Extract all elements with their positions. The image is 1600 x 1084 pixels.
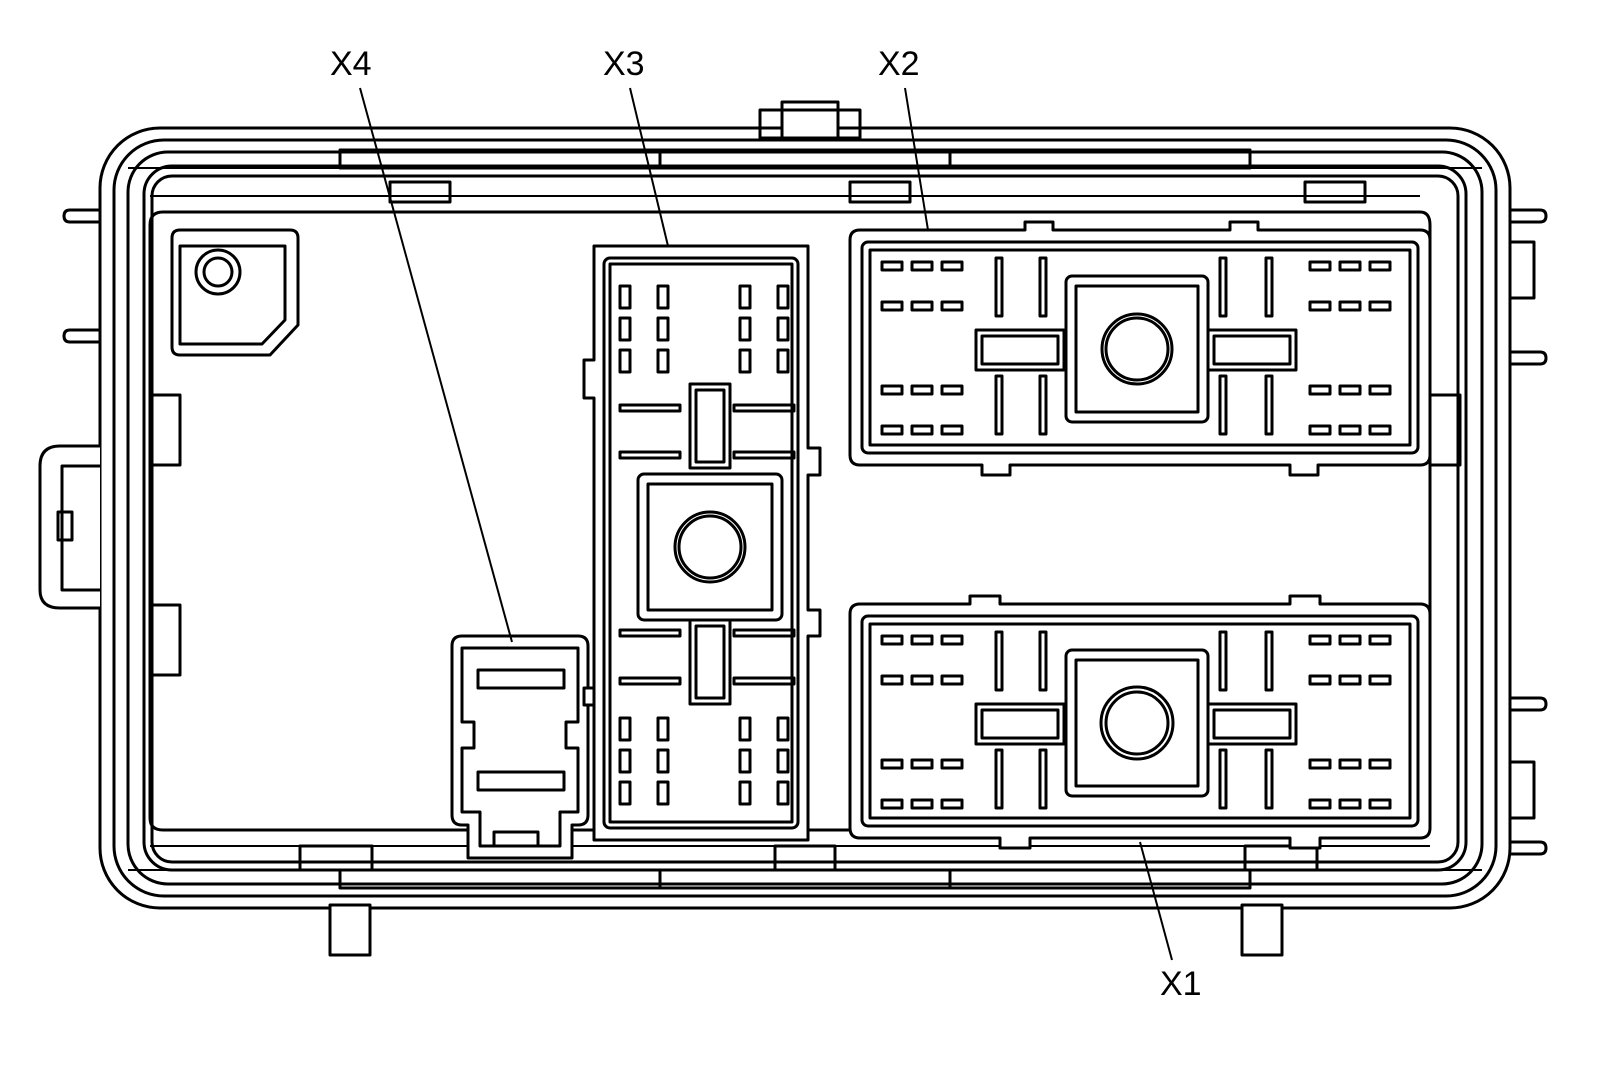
leader-x1 bbox=[1139, 841, 1173, 961]
connector-x4 bbox=[450, 634, 590, 860]
leader-x3 bbox=[629, 87, 669, 247]
label-x1: X1 bbox=[1160, 965, 1202, 1003]
connector-x3 bbox=[582, 244, 822, 842]
label-x3: X3 bbox=[603, 45, 645, 83]
x2-pins-right bbox=[1308, 260, 1392, 436]
x2-pins-left bbox=[880, 260, 964, 436]
housing bbox=[38, 100, 1548, 957]
x1-pins-right bbox=[1308, 634, 1392, 810]
leader-x2 bbox=[904, 87, 929, 231]
label-x4: X4 bbox=[330, 45, 372, 83]
mounting-boss bbox=[170, 228, 300, 357]
leader-x4 bbox=[359, 87, 513, 643]
leader-lines bbox=[359, 87, 1173, 961]
connector-x2 bbox=[848, 220, 1432, 477]
connector-labels: X4 X3 X2 X1 bbox=[330, 45, 1202, 1003]
label-x2: X2 bbox=[878, 45, 920, 83]
connector-x1 bbox=[848, 594, 1432, 850]
x1-pins-left bbox=[880, 634, 964, 810]
